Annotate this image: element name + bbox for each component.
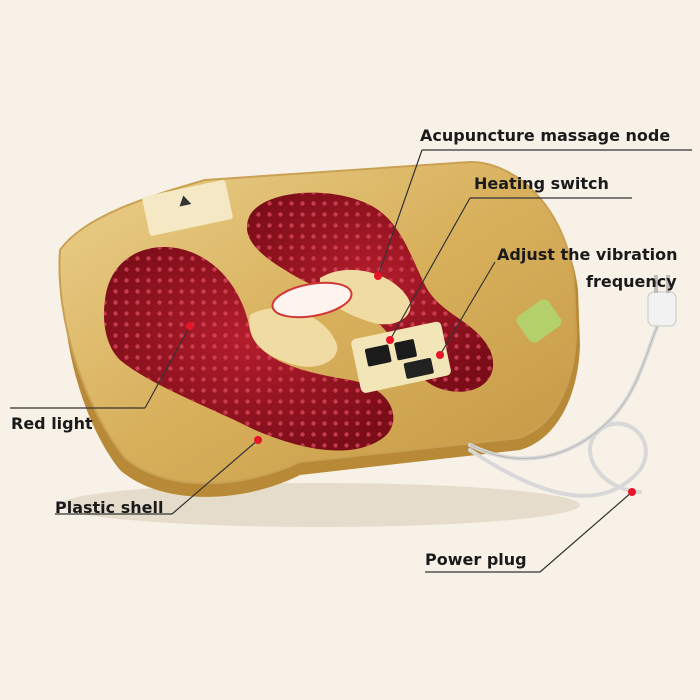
marker-power-plug [628,488,636,496]
side-indicator [516,299,562,343]
label-vibration-2: frequency [586,272,677,291]
label-power-plug: Power plug [425,550,527,569]
label-acupuncture: Acupuncture massage node [420,126,671,145]
left-arch-support [249,308,338,367]
vibration-switch [394,339,417,361]
marker-acupuncture [374,272,382,280]
leader-lines [10,149,692,573]
marker-vibration [436,351,444,359]
label-red-light: Red light [11,414,93,433]
vibration-display [403,357,434,379]
label-vibration-1: Adjust the vibration [497,245,678,264]
markers [186,272,636,496]
sticker-icon [179,195,192,207]
info-sticker [142,180,233,236]
center-badge [271,281,353,319]
marker-plastic-shell [254,436,262,444]
label-heating-switch: Heating switch [474,174,609,193]
marker-red-light [186,322,194,330]
heating-switch [364,344,392,367]
marker-heating [386,336,394,344]
power-plug [647,291,677,327]
right-arch-support [319,269,411,325]
label-plastic-shell: Plastic shell [55,498,164,517]
